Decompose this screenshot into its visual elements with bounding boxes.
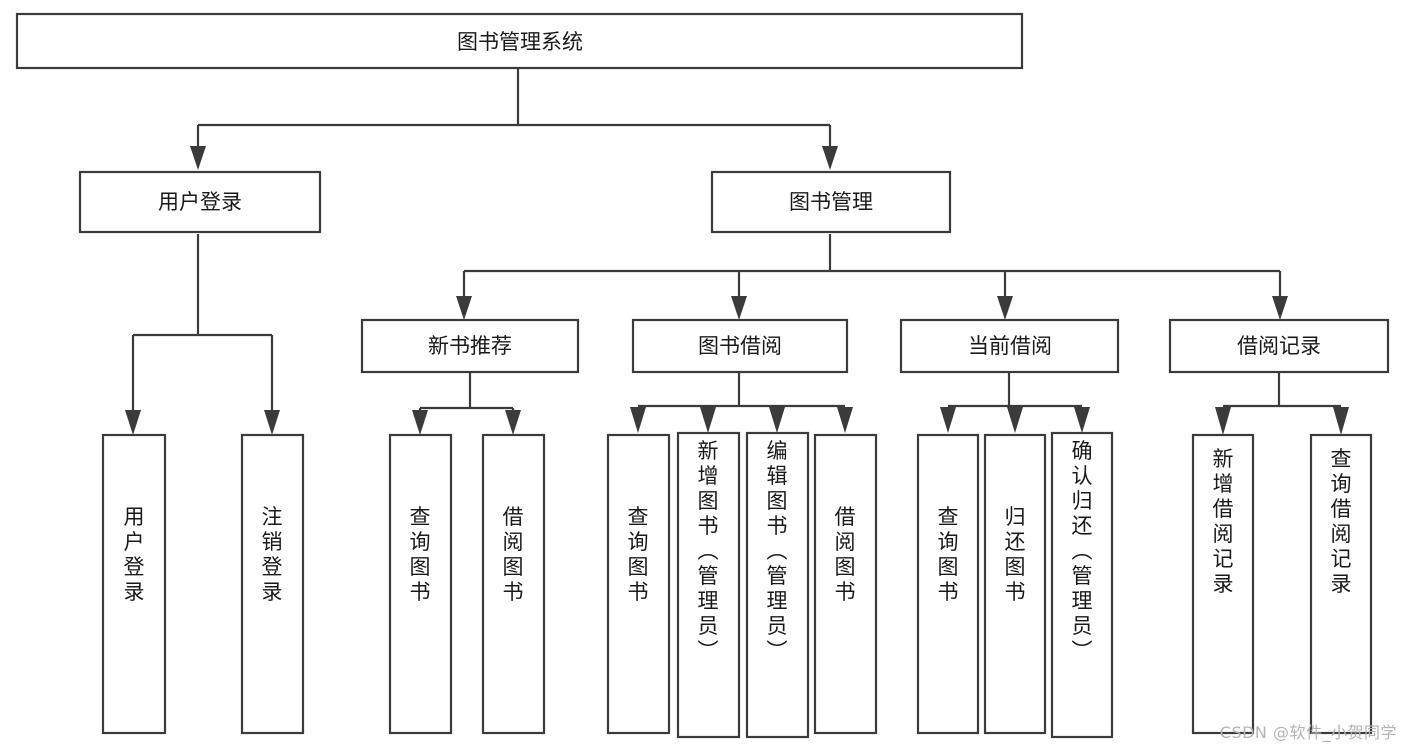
node-leaf-add-book[interactable]: 新增图书︵管理员︶ (676, 431, 741, 739)
node-leaf-borrow-book-2-box (813, 433, 878, 735)
node-current-borrow-label: 当前借阅 (968, 334, 1052, 358)
node-leaf-logout-box (240, 433, 305, 735)
node-leaf-confirm-return[interactable]: 确认归还︵管理员︶ (1050, 431, 1114, 739)
node-leaf-edit-book-label: 编辑图书︵管理员︶ (767, 439, 788, 663)
arrowhead-borrow-record (1272, 296, 1288, 320)
node-user-login[interactable]: 用户登录 (78, 170, 322, 234)
node-leaf-add-record[interactable]: 新增借阅记录 (1191, 433, 1255, 735)
connector-group-root (190, 68, 838, 170)
arrowhead-new-book-rec (456, 296, 472, 320)
node-leaf-query-book-2-box (606, 433, 671, 735)
node-leaf-borrow-book-1[interactable]: 借阅图书 (481, 433, 546, 735)
node-leaf-user-login[interactable]: 用户登录 (101, 433, 167, 735)
node-leaf-borrow-book-1-box (481, 433, 546, 735)
node-leaf-query-book-2[interactable]: 查询图书 (606, 433, 671, 735)
node-root-box (15, 12, 1024, 70)
arrowhead-leaf-query-book-2 (630, 407, 646, 433)
node-new-book-rec[interactable]: 新书推荐 (360, 318, 580, 374)
arrowhead-leaf-borrow-book-2 (837, 407, 853, 433)
node-leaf-query-book-1[interactable]: 查询图书 (388, 433, 453, 735)
node-leaf-query-book-3-box (916, 433, 980, 735)
node-leaf-user-login-label: 用户登录 (124, 505, 145, 604)
node-user-login-box (78, 170, 322, 234)
node-leaf-query-record[interactable]: 查询借阅记录 (1309, 433, 1373, 735)
node-book-manage[interactable]: 图书管理 (710, 170, 952, 234)
node-book-borrow-box (631, 318, 849, 374)
connector-group-current-borrow (940, 372, 1090, 433)
node-leaf-user-login-box (101, 433, 167, 735)
arrowhead-book-manage (822, 146, 838, 170)
node-leaf-return-book[interactable]: 归还图书 (983, 433, 1047, 735)
arrowhead-book-borrow (731, 296, 747, 320)
node-borrow-record-label: 借阅记录 (1237, 334, 1321, 358)
node-leaf-confirm-return-box (1050, 431, 1114, 739)
connector-group-user-login (125, 234, 280, 435)
connector-group-book-borrow (630, 372, 853, 433)
arrowhead-user-login (190, 146, 206, 170)
node-book-manage-label: 图书管理 (789, 190, 873, 214)
node-leaf-edit-book[interactable]: 编辑图书︵管理员︶ (745, 431, 810, 739)
arrowhead-leaf-add-record (1215, 407, 1231, 435)
node-leaf-add-book-label: 新增图书︵管理员︶ (698, 439, 719, 663)
node-leaf-confirm-return-label: 确认归还︵管理员︶ (1072, 439, 1093, 663)
node-leaf-add-book-box (676, 431, 741, 739)
node-leaf-logout[interactable]: 注销登录 (240, 433, 305, 735)
arrowhead-leaf-add-book (700, 407, 716, 433)
node-leaf-edit-book-box (745, 431, 810, 739)
arrowhead-leaf-confirm-return (1074, 407, 1090, 433)
node-leaf-query-book-3[interactable]: 查询图书 (916, 433, 980, 735)
node-new-book-rec-box (360, 318, 580, 374)
arrowhead-leaf-query-record (1333, 407, 1349, 435)
node-leaf-query-record-box (1309, 433, 1373, 735)
connector-group-new-book-rec (412, 372, 521, 435)
node-borrow-record[interactable]: 借阅记录 (1168, 318, 1390, 374)
node-leaf-query-book-2-label: 查询图书 (628, 505, 649, 604)
arrowhead-current-borrow (997, 296, 1013, 320)
node-leaf-add-record-label: 新增借阅记录 (1213, 447, 1234, 596)
node-leaf-add-record-box (1191, 433, 1255, 735)
arrowhead-leaf-borrow-book-1 (505, 410, 521, 435)
node-current-borrow-box (899, 318, 1120, 374)
node-leaf-return-book-box (983, 433, 1047, 735)
arrowhead-leaf-logout (264, 410, 280, 435)
arrowhead-leaf-return-book (1007, 407, 1023, 433)
node-leaf-query-book-1-box (388, 433, 453, 735)
arrowhead-leaf-query-book-1 (412, 410, 428, 435)
arrowhead-leaf-user-login (125, 410, 141, 435)
node-leaf-query-book-1-label: 查询图书 (410, 505, 431, 604)
node-leaf-query-record-label: 查询借阅记录 (1331, 447, 1352, 596)
node-leaf-borrow-book-2-label: 借阅图书 (835, 505, 856, 604)
node-leaf-logout-label: 注销登录 (262, 505, 283, 604)
node-user-login-label: 用户登录 (158, 190, 242, 214)
node-root[interactable]: 图书管理系统 (15, 12, 1024, 70)
arrowhead-leaf-edit-book (769, 407, 785, 433)
node-book-borrow-label: 图书借阅 (698, 334, 782, 358)
node-leaf-query-book-3-label: 查询图书 (938, 505, 959, 604)
arrowhead-leaf-query-book-3 (940, 407, 956, 433)
node-borrow-record-box (1168, 318, 1390, 374)
node-book-manage-box (710, 170, 952, 234)
node-leaf-borrow-book-2[interactable]: 借阅图书 (813, 433, 878, 735)
node-root-label: 图书管理系统 (457, 30, 583, 54)
node-current-borrow[interactable]: 当前借阅 (899, 318, 1120, 374)
connector-group-borrow-record (1215, 372, 1349, 435)
node-book-borrow[interactable]: 图书借阅 (631, 318, 849, 374)
node-new-book-rec-label: 新书推荐 (428, 334, 512, 358)
csdn-watermark: CSDN @软件_小贺同学 (1219, 723, 1397, 742)
node-leaf-return-book-label: 归还图书 (1005, 505, 1026, 604)
connector-group-book-manage (456, 234, 1288, 320)
node-leaf-borrow-book-1-label: 借阅图书 (503, 505, 524, 604)
